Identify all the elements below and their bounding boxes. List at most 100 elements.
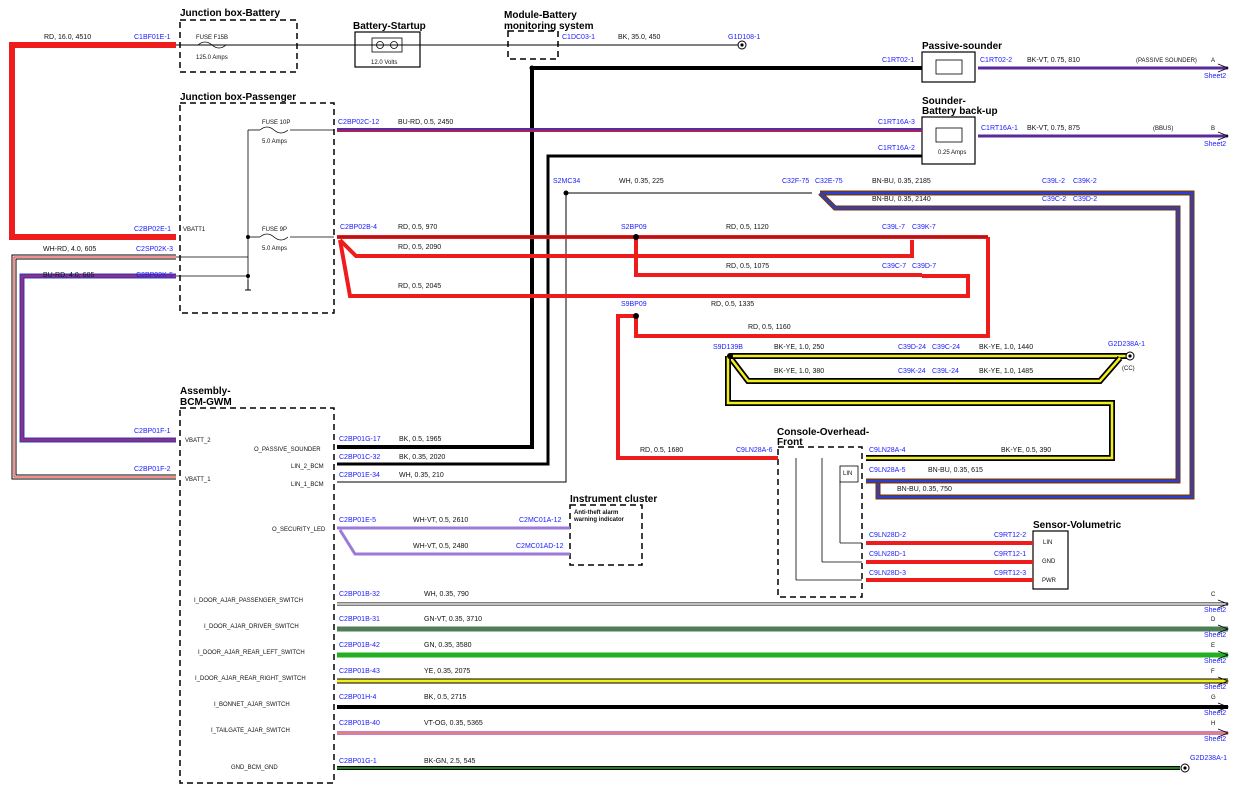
sheet-ref-arrows [1217, 63, 1230, 738]
wire-label-2090: RD, 0.5, 2090 [398, 244, 441, 251]
pin-o-security: O_SECURITY_LED [272, 527, 326, 533]
console-title-line2: Front [777, 437, 803, 448]
sensor-volumetric-title: Sensor-Volumetric [1033, 520, 1122, 531]
wire-rd-4510 [9, 42, 176, 240]
conn-c1rt16a2: C1RT16A-2 [878, 145, 915, 152]
passive-sounder-symbol [935, 59, 963, 75]
console-overhead-box [777, 446, 863, 598]
conn-c2bp01g1: C2BP01G-1 [339, 758, 377, 765]
conn-c1dc03: C1DC03-1 [562, 34, 595, 41]
pin-lin2: LIN_2_BCM [291, 464, 324, 470]
instrument-cluster-title: Instrument cluster [570, 494, 657, 505]
sounder-backup-title-line1: Sounder- [922, 96, 966, 107]
wire-label-380: BK-YE, 1.0, 380 [774, 368, 824, 375]
wire-label-450: BK, 35.0, 450 [618, 34, 661, 41]
jb-internal-lines [176, 129, 334, 280]
fuse-10p-amps: 5.0 Amps [262, 139, 287, 145]
conn-c2bp01c32: C2BP01C-32 [339, 454, 380, 461]
splice-s2bp09 [633, 234, 639, 240]
sounder-backup-box [921, 116, 976, 165]
console-lin-label: LIN [843, 471, 852, 477]
conn-c2bp01b42: C2BP01B-42 [339, 642, 380, 649]
wire-label-250: BK-YE, 1.0, 250 [774, 344, 824, 351]
conn-c1rt16a3: C1RT16A-3 [878, 119, 915, 126]
battery-startup-title: Battery-Startup [353, 21, 426, 32]
conn-s9d139b: S9D139B [713, 344, 743, 351]
splice-s2bp-bk [529, 65, 535, 71]
assembly-bcm-box [179, 407, 335, 784]
wire-label-790: WH, 0.35, 790 [424, 591, 469, 598]
conn-c39d2: C39D-2 [1073, 196, 1097, 203]
conn-c9rt12-2: C9RT12-2 [994, 532, 1026, 539]
conn-c2bp02k5: C2BP02K-5 [136, 272, 173, 279]
conn-c39d24: C39D-24 [898, 344, 926, 351]
ground-g2d238-bcm-dot [1183, 766, 1187, 770]
conn-c32f75: C32F-75 [782, 178, 809, 185]
pin-door-driver: I_DOOR_AJAR_DRIVER_SWITCH [204, 624, 299, 630]
wire-label-970: RD, 0.5, 970 [398, 224, 437, 231]
wire-label-4510: RD, 16.0, 4510 [44, 34, 91, 41]
wire-label-2480: WH-VT, 0.5, 2480 [413, 543, 468, 550]
wire-label-2610: WH-VT, 0.5, 2610 [413, 517, 468, 524]
pin-door-rear-left: I_DOOR_AJAR_REAR_LEFT_SWITCH [198, 650, 305, 656]
sheet-ref-b: B [1211, 126, 1215, 132]
battery-volts: 12.0 Volts [371, 60, 397, 66]
sheet-ref-e-sheet: Sheet2 [1204, 658, 1226, 665]
sensor-volumetric-box [1032, 530, 1069, 590]
conn-c1bf01e1: C1BF01E-1 [134, 34, 171, 41]
fuse-10p-symbol [259, 126, 289, 134]
wire-bk-2020 [337, 154, 922, 466]
instrument-cluster-box [569, 504, 643, 566]
console-internal-lines [795, 458, 862, 581]
wire-bu-rd-605-stripe [21, 275, 176, 441]
bbus-tag: (BBUS) [1153, 126, 1173, 132]
wire-label-5365: VT-OG, 0.35, 5365 [424, 720, 483, 727]
sheet-ref-b-sheet: Sheet2 [1204, 141, 1226, 148]
sounder-backup-amps: 0.25 Amps [938, 150, 966, 156]
conn-c2bp01e34: C2BP01E-34 [339, 472, 380, 479]
wire-label-1075: RD, 0.5, 1075 [726, 263, 769, 270]
sensor-pin-gnd: GND [1042, 559, 1056, 565]
fuse-f15b-amps: 125.0 Amps [196, 55, 228, 61]
ground-g1d108-dot [740, 43, 744, 47]
pin-vbatt1: VBATT_1 [185, 477, 211, 483]
conn-c1rt02-2: C1RT02-2 [980, 57, 1012, 64]
wire-label-605a: WH-RD, 4.0, 605 [43, 246, 96, 253]
sheet-ref-f: F [1211, 669, 1215, 675]
conn-c39c2: C39C-2 [1042, 196, 1066, 203]
bcm-title-line2: BCM-GWM [180, 397, 232, 408]
conn-c2bp02c12: C2BP02C-12 [338, 119, 379, 126]
junction-box-passenger [179, 102, 335, 314]
conn-s2mc34: S2MC34 [553, 178, 580, 185]
sheet-ref-d-sheet: Sheet2 [1204, 632, 1226, 639]
jb-vbatt1-label: VBATT1 [183, 227, 206, 233]
conn-c9ln28a4: C9LN28A-4 [869, 447, 906, 454]
wire-label-1120: RD, 0.5, 1120 [726, 224, 769, 231]
pin-door-passenger: I_DOOR_AJAR_PASSENGER_SWITCH [194, 598, 303, 604]
wire-label-615: BN-BU, 0.35, 615 [928, 467, 983, 474]
conn-c9rt12-1: C9RT12-1 [994, 551, 1026, 558]
wire-label-750: BN-BU, 0.35, 750 [897, 486, 952, 493]
sheet-ref-c-sheet: Sheet2 [1204, 607, 1226, 614]
sheet-ref-c: C [1211, 592, 1216, 598]
conn-c2mc01ad12: C2MC01AD-12 [516, 543, 564, 550]
splice-s2mc34 [563, 190, 569, 196]
conn-c2bp01b40: C2BP01B-40 [339, 720, 380, 727]
fuse-9p-label: FUSE 9P [262, 227, 287, 233]
conn-c39k24: C39K-24 [898, 368, 926, 375]
wire-label-1965: BK, 0.5, 1965 [399, 436, 442, 443]
conn-c39c7: C39C-7 [882, 263, 906, 270]
wire-label-875: BK-VT, 0.75, 875 [1027, 125, 1080, 132]
sheet-ref-h-sheet: Sheet2 [1204, 736, 1226, 743]
wire-group-sensor [866, 541, 1033, 582]
conn-c2mc01a12: C2MC01A-12 [519, 517, 562, 524]
conn-c2bp01f1: C2BP01F-1 [134, 428, 171, 435]
console-title-line1: Console-Overhead- [777, 427, 869, 438]
wire-wh-vt-2480 [338, 529, 570, 556]
wire-label-225: WH, 0.35, 225 [619, 178, 664, 185]
conn-c2bp01b32: C2BP01B-32 [339, 591, 380, 598]
conn-c39k7: C39K-7 [912, 224, 936, 231]
conn-c39k2: C39K-2 [1073, 178, 1097, 185]
conn-c9ln28a5: C9LN28A-5 [869, 467, 906, 474]
conn-s2bp09: S2BP09 [621, 224, 647, 231]
